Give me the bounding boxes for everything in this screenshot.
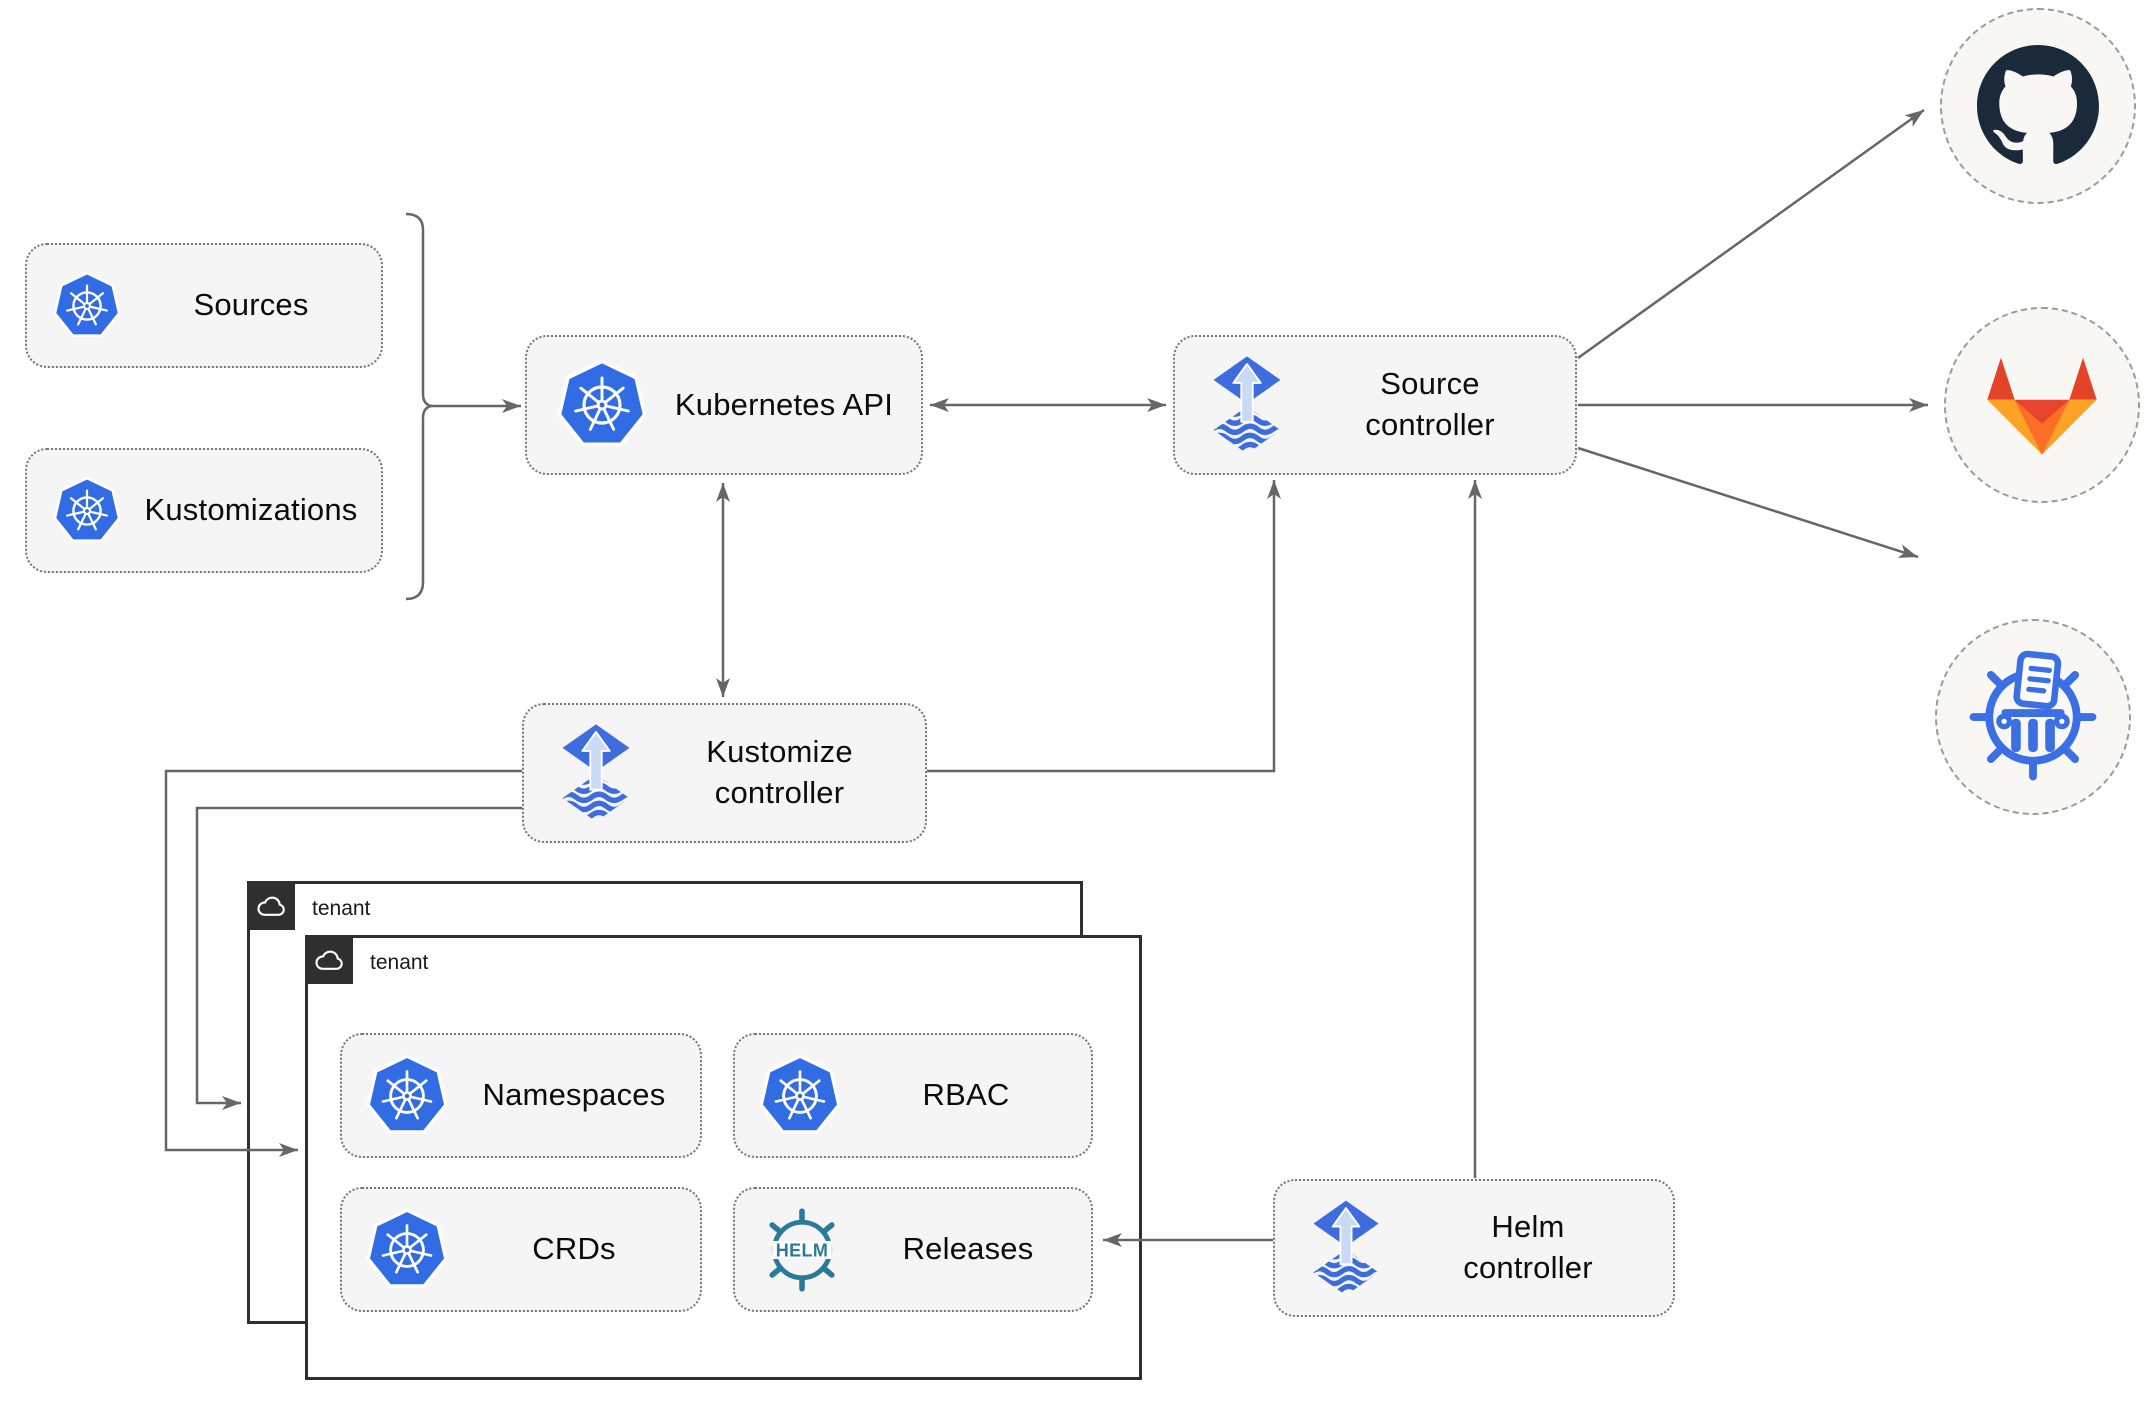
node-kubernetes-api-label: Kubernetes API [674,386,894,422]
kubernetes-icon [557,360,647,450]
gitlab-icon [1985,353,2099,458]
kubernetes-icon [759,1055,841,1137]
flux-icon [558,717,634,829]
node-kustomize-controller: Kustomize controller [522,703,927,843]
connector-source-github [1577,108,1925,360]
cloud-icon [305,935,353,984]
node-rbac-label: RBAC [922,1077,1010,1113]
node-github [1940,8,2136,204]
node-chart-repository [1935,619,2131,815]
kubernetes-icon [53,272,121,340]
node-kustomize-controller-label: Kustomize controller [706,734,853,810]
kubernetes-icon [53,477,121,545]
node-kustomizations-label: Kustomizations [144,492,358,528]
kubernetes-icon [366,1055,448,1137]
node-kubernetes-api: Kubernetes API [525,335,923,475]
connector-bracket [405,212,432,601]
node-source-controller-label: Source controller [1365,366,1495,442]
node-source-controller: Source controller [1173,335,1577,475]
tenant-inner-label: tenant [370,950,429,974]
connector-source-chartmuseum [1577,446,1919,559]
node-sources-label: Sources [193,287,309,323]
tenant-outer-label: tenant [312,896,371,920]
node-gitlab [1944,307,2140,503]
node-crds-label: CRDs [532,1231,616,1267]
chartmuseum-icon [1963,647,2103,787]
node-namespaces-label: Namespaces [482,1077,666,1113]
github-icon [1977,45,2099,167]
flux-icon [1209,349,1285,461]
node-crds: CRDs [340,1187,702,1312]
kubernetes-icon [366,1209,448,1291]
node-rbac: RBAC [733,1033,1093,1158]
node-sources: Sources [25,243,383,368]
node-releases-label: Releases [902,1231,1034,1267]
connector-kustomize-source [927,480,1281,773]
node-helm-controller: Helm controller [1273,1179,1675,1317]
node-namespaces: Namespaces [340,1033,702,1158]
cloud-icon [247,881,295,930]
node-releases: Releases [733,1187,1093,1312]
node-kustomizations: Kustomizations [25,448,383,573]
helm-wheel-icon [759,1207,845,1293]
node-helm-controller-label: Helm controller [1463,1209,1593,1285]
flux-icon [1309,1193,1383,1303]
